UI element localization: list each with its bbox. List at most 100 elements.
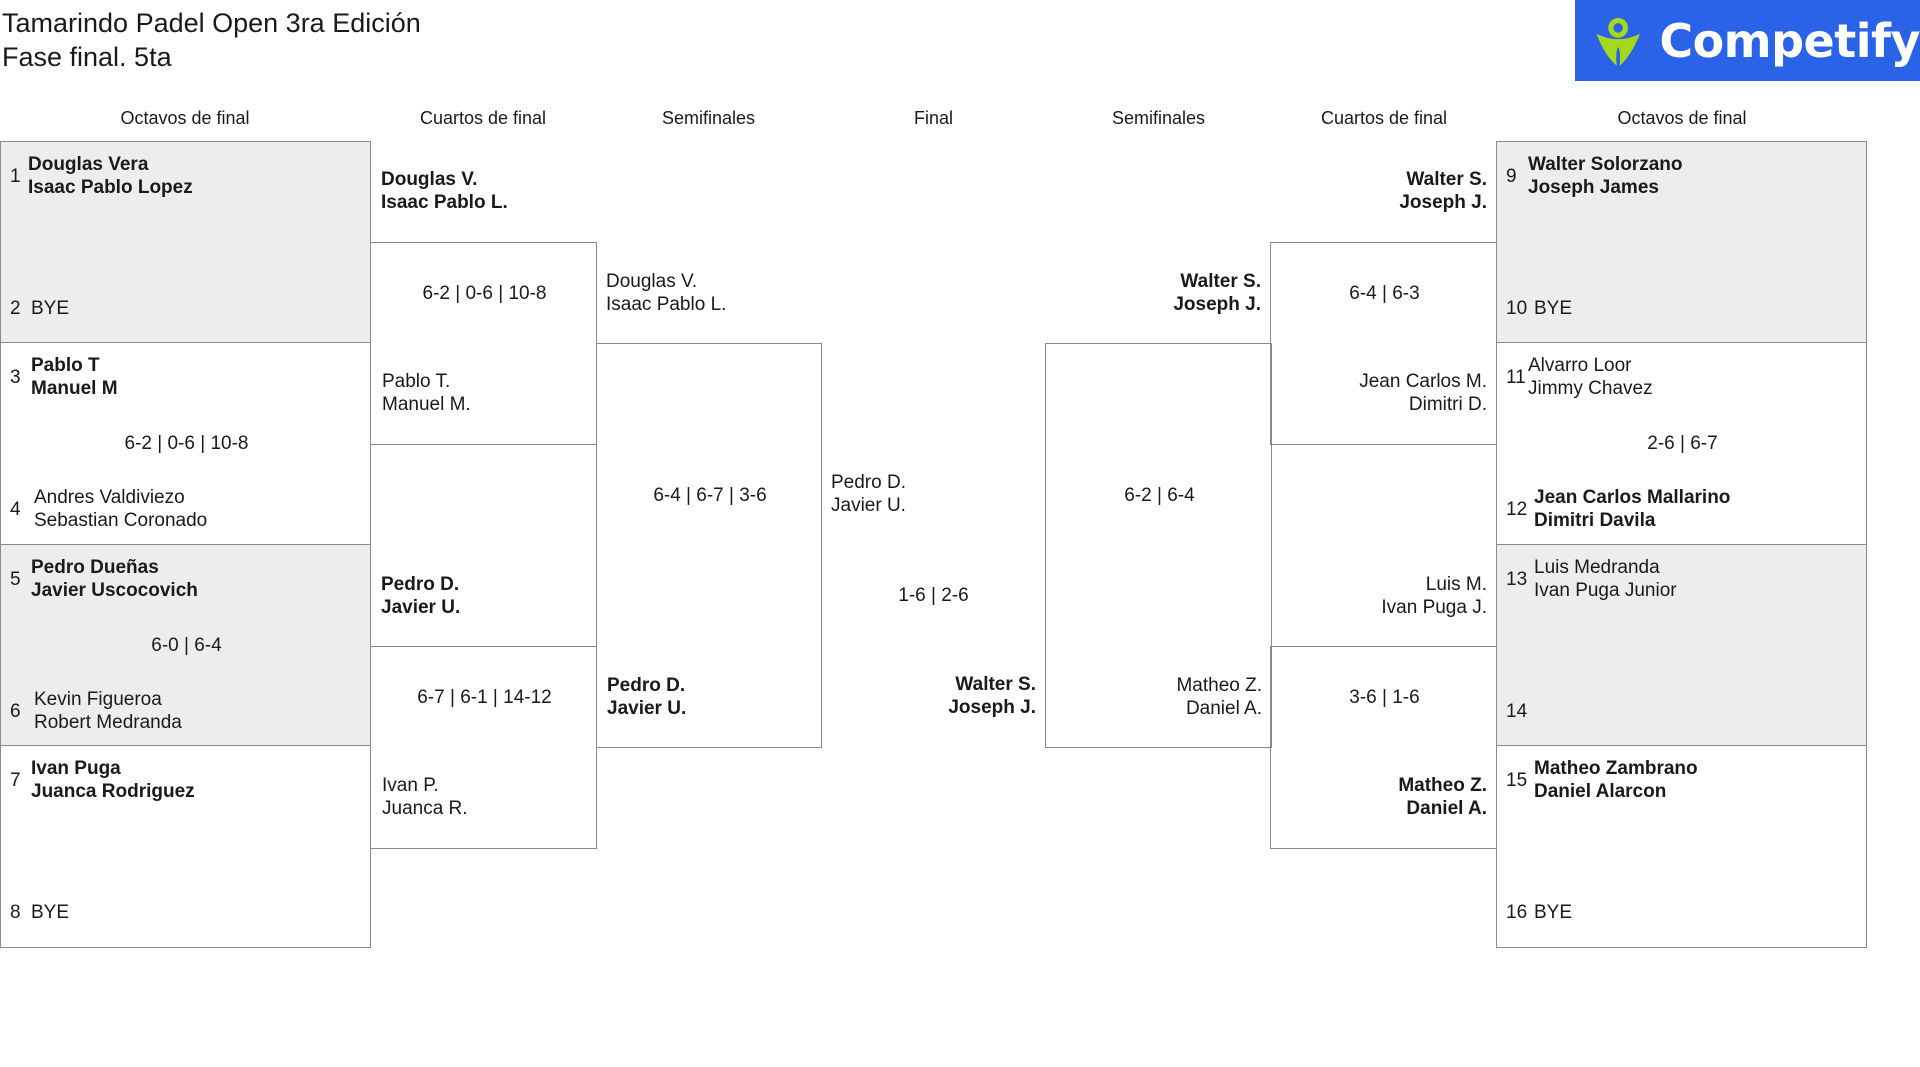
seed-number: 9 [1506,166,1517,187]
player-name: Andres Valdiviezo [34,487,185,508]
match-score: 6-4 | 6-7 | 3-6 [653,485,767,506]
player-name: Juanca Rodriguez [31,781,195,802]
match-r16-right-4[interactable]: 15 Matheo Zambrano Daniel Alarcon 16 BYE [1496,745,1867,948]
player-name: Juanca R. [382,798,468,819]
seed-number: 8 [10,902,21,923]
seed-number: 11 [1506,367,1526,388]
player-name: Ivan Puga J. [1381,597,1487,618]
player-name: Alvarro Loor [1528,355,1632,376]
player-name: Kevin Figueroa [34,689,162,710]
player-name: Joseph James [1528,177,1659,198]
round-label-qf-right: Cuartos de final [1320,108,1448,128]
match-score: 6-2 | 0-6 | 10-8 [422,283,547,304]
match-r16-right-3[interactable]: 13 Luis Medranda Ivan Puga Junior 14 [1496,544,1867,746]
player-name: Ivan P. [382,775,439,796]
player-name: Daniel Alarcon [1534,781,1667,802]
match-qf-left-2[interactable]: 6-7 | 6-1 | 14-12 Ivan P. Juanca R. [370,646,597,849]
player-name: Matheo Zambrano [1534,758,1698,779]
player-name: Isaac Pablo Lopez [28,177,193,198]
round-label-sf-right: Semifinales [1111,108,1206,128]
match-r16-left-3[interactable]: 5 Pedro Dueñas Javier Uscocovich 6-0 | 6… [0,544,371,746]
player-name: Dimitri Davila [1534,510,1656,531]
competify-logo-text: Competify [1659,13,1920,68]
seed-number: 3 [10,367,21,388]
match-sf-right[interactable]: 6-2 | 6-4 Matheo Z. Daniel A. [1045,343,1272,748]
seed-number: 10 [1506,298,1528,319]
player-name: Jean Carlos M. [1359,371,1487,392]
seed-number: 6 [10,701,21,722]
player-name: Javier U. [831,495,906,516]
player-name: Pablo T. [382,371,451,392]
player-name: Robert Medranda [34,712,182,733]
player-name: Jean Carlos Mallarino [1534,487,1731,508]
match-r16-left-4[interactable]: 7 Ivan Puga Juanca Rodriguez 8 BYE [0,745,371,948]
player-name: Pablo T [31,355,100,376]
match-qf-right-2[interactable]: 3-6 | 1-6 Matheo Z. Daniel A. [1270,646,1497,849]
player-name: Javier Uscocovich [31,580,198,601]
player-name: Pedro Dueñas [31,557,159,578]
match-qf-right-1[interactable]: 6-4 | 6-3 Jean Carlos M. Dimitri D. [1270,242,1497,445]
player-name: Matheo Z. [1398,775,1487,796]
match-score: 2-6 | 6-7 [1647,433,1718,454]
player-name: Sebastian Coronado [34,510,208,531]
player-name: Dimitri D. [1408,394,1487,415]
match-score: 6-4 | 6-3 [1349,283,1420,304]
player-name: Walter S. [1180,271,1261,292]
player-name: Joseph J. [1173,294,1261,315]
match-qf-left-1[interactable]: 6-2 | 0-6 | 10-8 Pablo T. Manuel M. [370,242,597,445]
match-r16-left-1[interactable]: 1 Douglas Vera Isaac Pablo Lopez 2 BYE [0,141,371,343]
player-name: Luis M. [1425,574,1487,595]
player-name: Pedro D. [831,472,906,493]
player-name: Walter S. [1406,169,1487,190]
player-name: Pedro D. [607,675,686,696]
seed-number: 7 [10,770,21,791]
match-sf-left[interactable]: 6-4 | 6-7 | 3-6 Pedro D. Javier U. [596,343,822,748]
player-name: Isaac Pablo L. [381,192,508,213]
match-r16-right-2[interactable]: 11 Alvarro Loor Jimmy Chavez 2-6 | 6-7 1… [1496,342,1867,545]
player-name: Joseph J. [1399,192,1487,213]
seed-number: 5 [10,569,21,590]
seed-number: 1 [10,166,21,187]
seed-number: 13 [1506,569,1528,590]
player-name: Ivan Puga Junior [1534,580,1677,601]
seed-number: 4 [10,499,21,520]
player-name: Pedro D. [381,574,460,595]
player-name: Matheo Z. [1176,675,1262,696]
player-name: Douglas V. [606,271,698,292]
player-name: Walter Solorzano [1528,154,1683,175]
player-name: Isaac Pablo L. [606,294,727,315]
match-r16-right-1[interactable]: 9 Walter Solorzano Joseph James 10 BYE [1496,141,1867,343]
match-score: 3-6 | 1-6 [1349,687,1420,708]
player-name: Douglas V. [381,169,478,190]
round-label-qf-left: Cuartos de final [419,108,547,128]
player-name: Javier U. [607,698,687,719]
player-name: Manuel M [31,378,118,399]
player-name: BYE [31,298,70,319]
player-name: Javier U. [381,597,461,618]
player-name: Douglas Vera [28,154,149,175]
player-name: Walter S. [955,674,1036,695]
player-name: Manuel M. [382,394,471,415]
round-label-final: Final [913,108,953,128]
match-score: 6-2 | 6-4 [1124,485,1195,506]
seed-number: 12 [1506,499,1528,520]
tournament-title: Tamarindo Padel Open 3ra Edición [2,8,421,38]
seed-number: 14 [1506,701,1528,722]
round-label-r16-right: Octavos de final [1617,108,1747,128]
player-name: BYE [1534,902,1573,923]
seed-number: 2 [10,298,21,319]
player-name: Joseph J. [948,697,1036,718]
competify-logo[interactable]: Competify [1575,0,1920,81]
match-score: 6-7 | 6-1 | 14-12 [417,687,552,708]
player-name: BYE [31,902,70,923]
match-r16-left-2[interactable]: 3 Pablo T Manuel M 6-2 | 0-6 | 10-8 4 An… [0,342,371,545]
seed-number: 15 [1506,770,1528,791]
match-score: 6-2 | 0-6 | 10-8 [124,433,249,454]
final-score: 1-6 | 2-6 [898,585,969,606]
tournament-subtitle: Fase final. 5ta [2,42,172,72]
player-name: Ivan Puga [31,758,121,779]
player-name: Daniel A. [1406,798,1487,819]
player-name: Luis Medranda [1534,557,1660,578]
player-name: Jimmy Chavez [1528,378,1653,399]
round-label-sf-left: Semifinales [661,108,756,128]
